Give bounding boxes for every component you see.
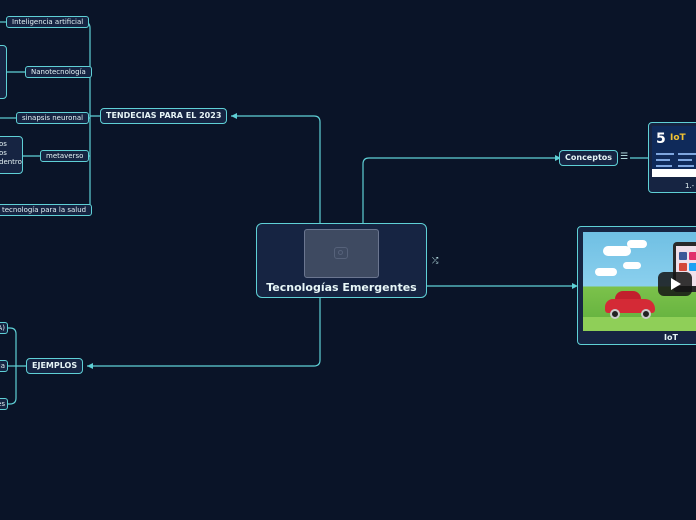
connector-central-concepts (362, 157, 558, 223)
topic-nanotecnologia[interactable]: Nanotecnología (25, 66, 92, 78)
iot-video-card[interactable]: IoT (577, 226, 696, 345)
concepts-card-caption: 1.- (685, 182, 695, 190)
topic-metaverso[interactable]: metaverso (40, 150, 90, 162)
connector-examples-spine (15, 334, 26, 398)
connector-trends-spine (89, 28, 100, 204)
infographic-title: IoT (670, 133, 686, 143)
arrow-concepts (555, 155, 561, 161)
iot-video-thumbnail (583, 232, 696, 331)
example-item-3[interactable]: es (0, 398, 8, 410)
branch-trends[interactable]: TENDECIAS PARA EL 2023 (100, 108, 228, 124)
example-item-2[interactable]: ia (0, 360, 8, 372)
connector-central-trends (231, 115, 321, 223)
concepts-image-card[interactable]: 5 IoT 1.- (648, 122, 696, 193)
connector-examples-3 (8, 397, 17, 405)
image-placeholder[interactable] (304, 229, 379, 278)
arrow-trends (231, 113, 237, 119)
subtopic-metaverso-card[interactable]: os os dentro (0, 136, 23, 174)
metaverso-note-line-1: os (0, 140, 7, 148)
central-topic[interactable]: Tecnologías Emergentes (256, 223, 427, 298)
notes-icon[interactable]: ☰ (620, 152, 629, 162)
arrow-iot (572, 283, 578, 289)
example-item-1[interactable]: A) (0, 322, 8, 334)
connector-central-examples (87, 298, 321, 367)
connector-examples-1 (8, 327, 17, 335)
infographic-number: 5 (656, 131, 666, 147)
topic-inteligencia-artificial[interactable]: Inteligencia artificial (6, 16, 90, 28)
branch-concepts[interactable]: Conceptos (559, 150, 619, 166)
metaverso-note-line-3: dentro (0, 158, 22, 166)
metaverso-note-line-2: os (0, 149, 7, 157)
image-placeholder-icon (334, 247, 348, 259)
play-icon[interactable] (658, 272, 692, 296)
iot-card-caption: IoT (664, 333, 678, 342)
arrow-examples (87, 363, 93, 369)
subtopic-nanotecnologia-card[interactable] (0, 45, 7, 99)
topic-tecnologia-salud[interactable]: tecnología para la salud (0, 204, 93, 216)
link-icon[interactable]: ⤮ (432, 256, 439, 265)
central-topic-title: Tecnologías Emergentes (266, 281, 417, 294)
topic-sinapsis-neuronal[interactable]: sinapsis neuronal (16, 112, 90, 124)
branch-examples[interactable]: EJEMPLOS (26, 358, 84, 374)
concepts-infographic: 5 IoT (652, 126, 696, 177)
